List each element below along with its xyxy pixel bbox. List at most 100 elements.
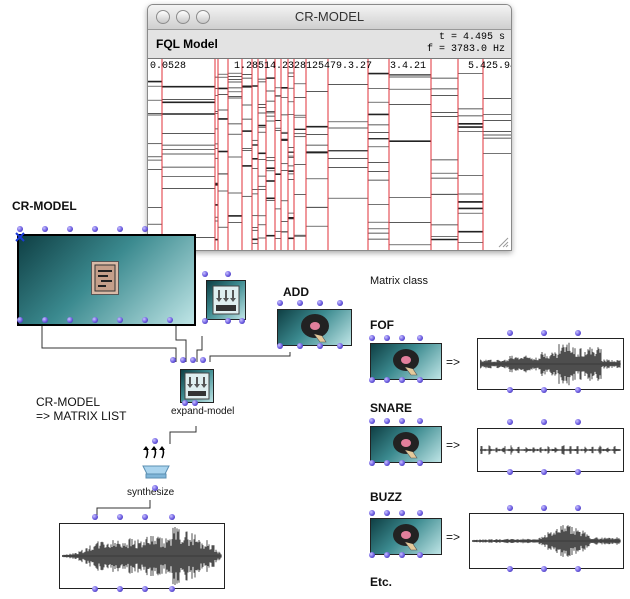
inlet-outlet-dot[interactable] — [507, 387, 513, 393]
model-plot-area[interactable]: 0.0528 1.28514.2328125479.3.27 3.4.21 5.… — [148, 59, 511, 250]
inlet-outlet-dot[interactable] — [417, 552, 423, 558]
inlet-outlet-dot[interactable] — [142, 317, 148, 323]
inlet-outlet-dot[interactable] — [507, 566, 513, 572]
inlet-outlet-dot[interactable] — [92, 514, 98, 520]
inlet-outlet-dot[interactable] — [575, 566, 581, 572]
inlet-outlet-dot[interactable] — [297, 343, 303, 349]
cr-model-box[interactable] — [17, 234, 196, 326]
inlet-outlet-dot[interactable] — [225, 318, 231, 324]
inlet-outlet-dot[interactable] — [117, 586, 123, 592]
inlet-outlet-dot[interactable] — [169, 586, 175, 592]
inlet-outlet-dot[interactable] — [384, 510, 390, 516]
inlet-outlet-dot[interactable] — [575, 330, 581, 336]
inlet-outlet-dot[interactable] — [92, 317, 98, 323]
expand-model-box[interactable] — [180, 369, 214, 403]
inlet-outlet-dot[interactable] — [369, 510, 375, 516]
inlet-outlet-dot[interactable] — [541, 566, 547, 572]
inlet-outlet-dot[interactable] — [190, 357, 196, 363]
inlet-outlet-dot[interactable] — [170, 357, 176, 363]
inlet-outlet-dot[interactable] — [369, 335, 375, 341]
inlet-outlet-dot[interactable] — [399, 377, 405, 383]
add-synth-box[interactable] — [277, 309, 352, 346]
inlet-outlet-dot[interactable] — [507, 419, 513, 425]
inlet-outlet-dot[interactable] — [117, 226, 123, 232]
inlet-outlet-dot[interactable] — [192, 400, 198, 406]
inlet-outlet-dot[interactable] — [200, 357, 206, 363]
inlet-outlet-dot[interactable] — [239, 318, 245, 324]
inlet-outlet-dot[interactable] — [277, 300, 283, 306]
inlet-outlet-dot[interactable] — [17, 226, 23, 232]
inlet-outlet-dot[interactable] — [152, 438, 158, 444]
inlet-outlet-dot[interactable] — [369, 418, 375, 424]
inlet-outlet-dot[interactable] — [182, 400, 188, 406]
inlet-outlet-dot[interactable] — [399, 460, 405, 466]
inlet-outlet-dot[interactable] — [575, 469, 581, 475]
inlet-outlet-dot[interactable] — [384, 552, 390, 558]
inlet-outlet-dot[interactable] — [417, 335, 423, 341]
inlet-outlet-dot[interactable] — [399, 335, 405, 341]
inlet-outlet-dot[interactable] — [507, 330, 513, 336]
inlet-outlet-dot[interactable] — [167, 317, 173, 323]
inlet-outlet-dot[interactable] — [225, 271, 231, 277]
inlet-outlet-dot[interactable] — [152, 485, 158, 491]
synthesize-icon[interactable] — [140, 446, 176, 482]
inlet-outlet-dot[interactable] — [92, 226, 98, 232]
inlet-outlet-dot[interactable] — [317, 300, 323, 306]
inlet-outlet-dot[interactable] — [369, 460, 375, 466]
model-plot[interactable] — [148, 59, 511, 250]
inlet-outlet-dot[interactable] — [575, 387, 581, 393]
resize-grip-icon[interactable] — [497, 236, 509, 248]
minimize-button[interactable] — [176, 10, 190, 24]
inlet-outlet-dot[interactable] — [399, 510, 405, 516]
inlet-outlet-dot[interactable] — [417, 418, 423, 424]
inlet-outlet-dot[interactable] — [117, 317, 123, 323]
inlet-outlet-dot[interactable] — [317, 343, 323, 349]
inlet-outlet-dot[interactable] — [369, 377, 375, 383]
close-button[interactable] — [156, 10, 170, 24]
inlet-outlet-dot[interactable] — [142, 586, 148, 592]
inlet-outlet-dot[interactable] — [202, 318, 208, 324]
inlet-outlet-dot[interactable] — [541, 469, 547, 475]
inlet-outlet-dot[interactable] — [541, 505, 547, 511]
inlet-outlet-dot[interactable] — [67, 317, 73, 323]
zoom-button[interactable] — [196, 10, 210, 24]
inlet-outlet-dot[interactable] — [417, 460, 423, 466]
inlet-outlet-dot[interactable] — [384, 418, 390, 424]
inlet-outlet-dot[interactable] — [202, 271, 208, 277]
inlet-outlet-dot[interactable] — [384, 335, 390, 341]
output-sound-box[interactable] — [59, 523, 225, 589]
inlet-outlet-dot[interactable] — [142, 226, 148, 232]
buzz-sound-box[interactable] — [469, 513, 624, 569]
inlet-outlet-dot[interactable] — [541, 330, 547, 336]
inlet-outlet-dot[interactable] — [541, 387, 547, 393]
fof-box[interactable] — [370, 343, 442, 380]
inlet-outlet-dot[interactable] — [507, 469, 513, 475]
inlet-outlet-dot[interactable] — [417, 510, 423, 516]
inlet-outlet-dot[interactable] — [142, 514, 148, 520]
inlet-outlet-dot[interactable] — [297, 300, 303, 306]
inlet-outlet-dot[interactable] — [399, 552, 405, 558]
inlet-outlet-dot[interactable] — [42, 226, 48, 232]
inlet-outlet-dot[interactable] — [67, 226, 73, 232]
inlet-outlet-dot[interactable] — [42, 317, 48, 323]
inlet-outlet-dot[interactable] — [417, 377, 423, 383]
buzz-box[interactable] — [370, 518, 442, 555]
inlet-outlet-dot[interactable] — [575, 419, 581, 425]
inlet-outlet-dot[interactable] — [337, 343, 343, 349]
close-icon[interactable] — [15, 232, 25, 242]
snare-sound-box[interactable] — [477, 428, 624, 472]
snare-box[interactable] — [370, 426, 442, 463]
inlet-outlet-dot[interactable] — [369, 552, 375, 558]
inlet-outlet-dot[interactable] — [277, 343, 283, 349]
window-titlebar[interactable]: CR-MODEL — [148, 5, 511, 30]
matrix-object-box[interactable] — [206, 280, 246, 320]
inlet-outlet-dot[interactable] — [384, 377, 390, 383]
inlet-outlet-dot[interactable] — [117, 514, 123, 520]
inlet-outlet-dot[interactable] — [507, 505, 513, 511]
inlet-outlet-dot[interactable] — [384, 460, 390, 466]
inlet-outlet-dot[interactable] — [17, 317, 23, 323]
fof-sound-box[interactable] — [477, 338, 624, 390]
inlet-outlet-dot[interactable] — [337, 300, 343, 306]
inlet-outlet-dot[interactable] — [92, 586, 98, 592]
inlet-outlet-dot[interactable] — [399, 418, 405, 424]
